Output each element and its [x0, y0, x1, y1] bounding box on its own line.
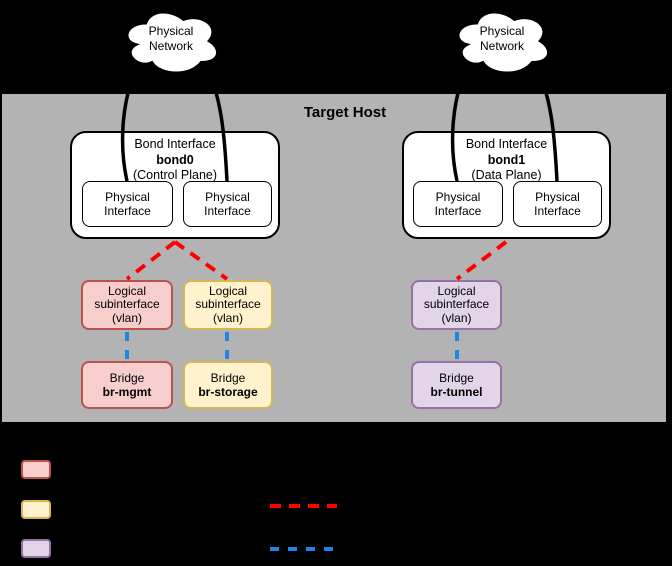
bond1-name: bond1	[487, 152, 526, 167]
cloud-label-left: Physical Network	[148, 24, 194, 53]
legend-swatch-mgmt	[21, 460, 51, 479]
bond0-title: Bond Interface	[134, 137, 216, 151]
bond0-plane: (Control Plane)	[132, 168, 218, 182]
bridge-br-tunnel: Bridge br-tunnel	[411, 361, 502, 409]
legend-swatch-tunnel	[21, 539, 51, 558]
bond1-plane: (Data Plane)	[471, 168, 542, 182]
bond0-physical-interface-2: Physical Interface	[183, 181, 272, 227]
vlan-subinterface-tunnel: Logical subinterface (vlan)	[411, 280, 502, 330]
bond1-physical-interface-1: Physical Interface	[413, 181, 503, 227]
bond1-title: Bond Interface	[465, 137, 548, 151]
cloud-label-right: Physical Network	[479, 24, 525, 53]
bridge-tunnel-title: Bridge	[439, 371, 474, 385]
bond0-physical-interface-1: Physical Interface	[82, 181, 173, 227]
bridge-mgmt-title: Bridge	[109, 371, 145, 385]
bridge-tunnel-name: br-tunnel	[430, 385, 483, 399]
vlan-subinterface-mgmt: Logical subinterface (vlan)	[81, 280, 173, 330]
bond1-physical-interface-2: Physical Interface	[513, 181, 602, 227]
bridge-storage-name: br-storage	[198, 385, 258, 399]
vlan-subinterface-storage: Logical subinterface (vlan)	[183, 280, 273, 330]
bridge-br-storage: Bridge br-storage	[183, 361, 273, 409]
bridge-br-mgmt: Bridge br-mgmt	[81, 361, 173, 409]
legend-swatch-storage	[21, 500, 51, 519]
bridge-mgmt-name: br-mgmt	[102, 385, 152, 399]
bridge-storage-title: Bridge	[210, 371, 246, 385]
target-host-title: Target Host	[303, 104, 387, 121]
bond0-name: bond0	[156, 152, 194, 167]
